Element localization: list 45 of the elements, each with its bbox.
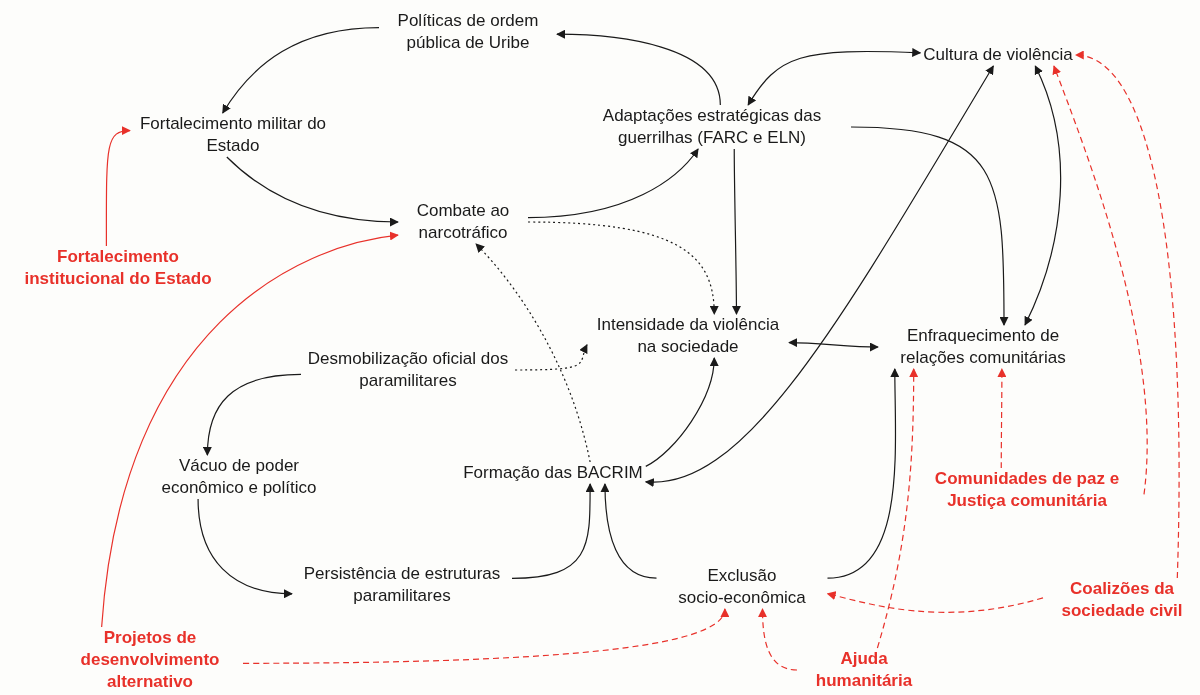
arrow: [600, 483, 658, 579]
arrow: [788, 338, 879, 352]
arrow: [556, 29, 721, 106]
arrow: [645, 357, 719, 467]
factor-label: Formação das BACRIM: [460, 462, 646, 484]
factor-label: Combate ao narcotráfico: [398, 200, 528, 244]
arrow: [758, 608, 798, 671]
factor-label: Exclusão socio-econômica: [656, 565, 828, 609]
arrow: [527, 221, 719, 315]
factor-label: Vácuo de poder econômico e político: [146, 455, 332, 499]
factor-label: Persistência de estruturas paramilitares: [292, 563, 512, 607]
intervention-label: Coalizões da sociedade civil: [1043, 578, 1200, 622]
arrow: [997, 368, 1007, 469]
arrow: [826, 368, 900, 579]
arrow: [747, 48, 922, 106]
arrow: [475, 243, 591, 463]
arrow: [850, 126, 1009, 326]
factor-label: Enfraquecimento de relações comunitárias: [878, 325, 1088, 369]
arrow: [197, 498, 293, 598]
arrow: [101, 232, 399, 628]
factor-label: Políticas de ordem pública de Uribe: [379, 10, 557, 54]
intervention-label: Comunidades de paz e Justiça comunitária: [910, 468, 1144, 512]
intervention-label: Projetos de desenvolvimento alternativo: [57, 627, 243, 693]
factor-label: Cultura de violência: [920, 44, 1076, 66]
intervention-label: Ajuda humanitária: [797, 648, 931, 692]
arrow: [826, 591, 1044, 613]
arrow: [105, 126, 131, 247]
intervention-label: Fortalecimento institucional do Estado: [2, 246, 234, 290]
arrow: [731, 148, 741, 315]
arrow: [644, 65, 994, 486]
arrow: [203, 373, 302, 456]
arrow: [226, 156, 399, 227]
arrow: [242, 608, 727, 664]
arrow: [1052, 65, 1148, 495]
arrow: [876, 368, 919, 649]
arrow: [222, 27, 380, 114]
factor-label: Fortalecimento militar do Estado: [130, 113, 336, 157]
factor-label: Adaptações estratégicas das guerrilhas (FARC e ELN): [573, 105, 851, 149]
factor-label: Intensidade da violência na sociedade: [587, 314, 789, 358]
arrow: [1074, 52, 1180, 579]
arrow: [1024, 65, 1062, 326]
arrow: [527, 148, 699, 219]
arrow: [511, 483, 595, 579]
factor-label: Desmobilização oficial dos paramilitares: [301, 348, 515, 392]
arrow: [514, 343, 588, 371]
